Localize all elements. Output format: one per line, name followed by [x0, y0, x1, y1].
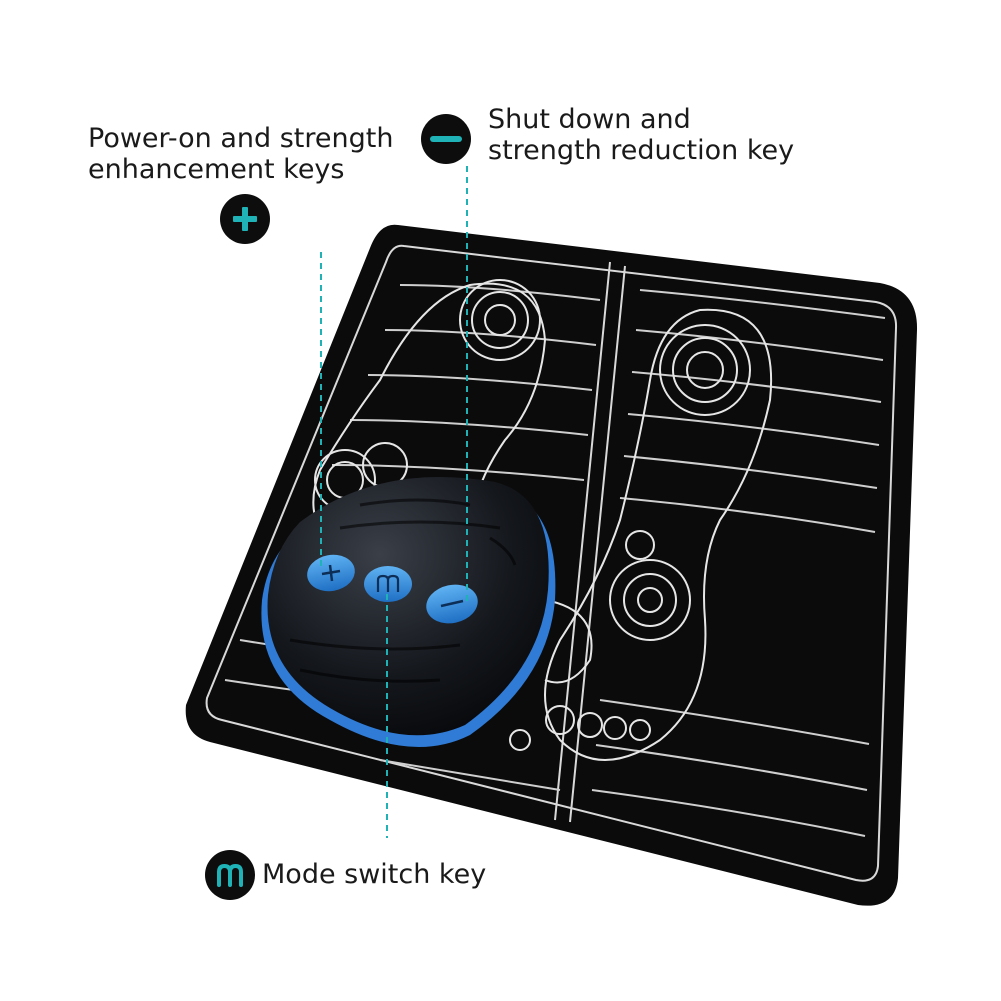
mode-switch-label-line1: Mode switch key [262, 859, 487, 890]
power-on-label: Power-on and strength enhancement keys [88, 123, 393, 185]
controller-pod [261, 477, 556, 747]
leader-lines [320, 166, 468, 838]
mode-button[interactable] [364, 566, 412, 602]
minus-button[interactable] [423, 580, 482, 628]
mode-switch-label: Mode switch key [262, 859, 486, 890]
shut-down-label: Shut down and strength reduction key [488, 104, 794, 166]
plus-button[interactable] [304, 551, 358, 595]
power-on-label-line2: enhancement keys [88, 154, 345, 185]
m-icon [205, 850, 255, 900]
power-on-label-line1: Power-on and strength [88, 123, 394, 154]
minus-icon [421, 114, 471, 164]
shut-down-label-line2: strength reduction key [488, 135, 795, 166]
shut-down-label-line1: Shut down and [488, 104, 691, 135]
plus-icon [220, 194, 270, 244]
